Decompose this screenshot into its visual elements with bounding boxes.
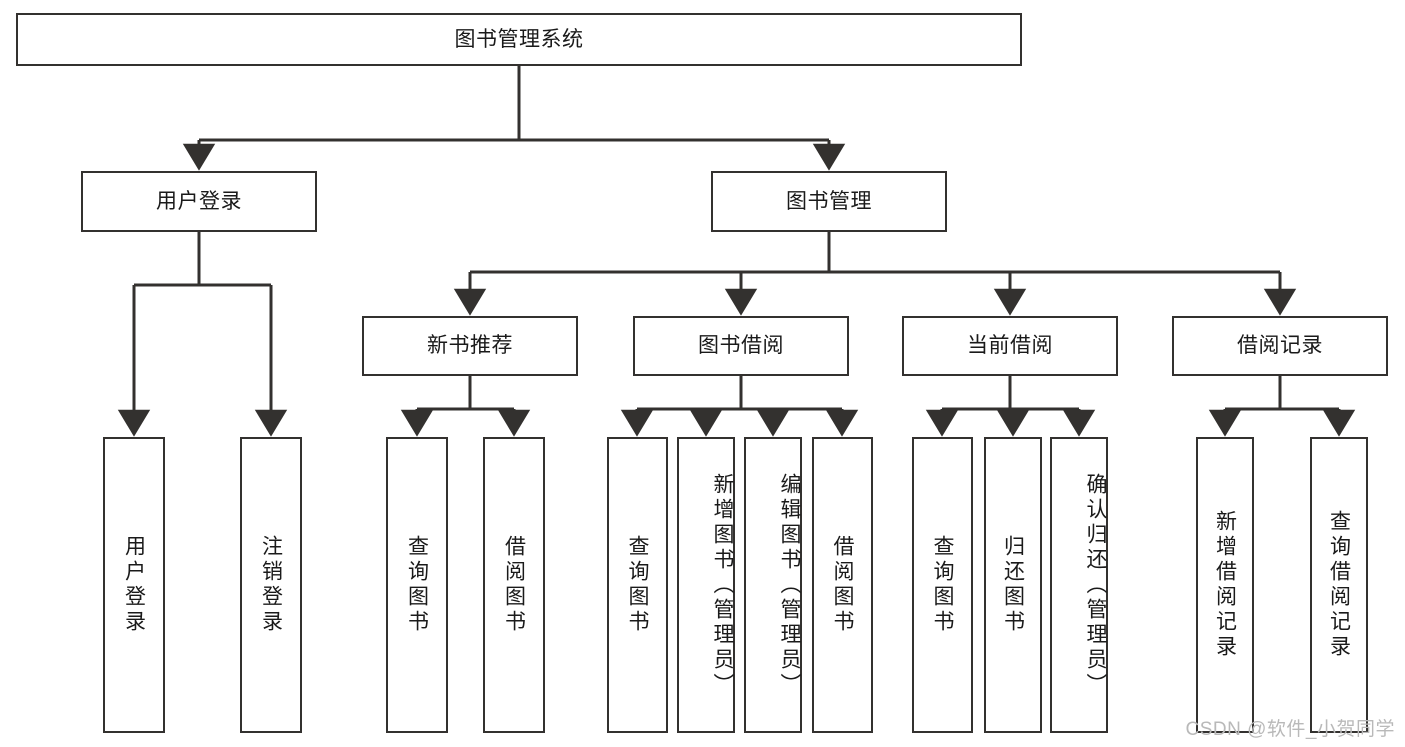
node-leaf-query-book-1[interactable]: 查询图书 [386,437,448,733]
node-leaf-user-login[interactable]: 用户登录 [103,437,165,733]
node-root[interactable]: 图书管理系统 [16,13,1022,66]
node-leaf-add-record[interactable]: 新增借阅记录 [1196,437,1254,733]
node-book-manage[interactable]: 图书管理 [711,171,947,232]
node-leaf-edit-book-label: 编辑图书（管理员） [778,472,801,698]
node-leaf-user-login-label: 用户登录 [122,535,146,635]
node-leaf-query-book-3-label: 查询图书 [931,535,954,635]
node-leaf-borrow-book-2[interactable]: 借阅图书 [812,437,873,733]
node-leaf-query-book-1-label: 查询图书 [405,535,429,635]
node-new-book-rec[interactable]: 新书推荐 [362,316,578,376]
node-leaf-borrow-book-2-label: 借阅图书 [831,535,854,635]
node-book-borrow-label: 图书借阅 [698,334,784,358]
node-leaf-user-logout-label: 注销登录 [259,535,283,635]
node-current-borrow-label: 当前借阅 [967,334,1053,358]
node-leaf-return-book[interactable]: 归还图书 [984,437,1042,733]
node-leaf-confirm-return-label: 确认归还（管理员） [1084,472,1107,698]
node-new-book-rec-label: 新书推荐 [427,334,513,358]
node-root-label: 图书管理系统 [454,27,584,51]
node-user-login-label: 用户登录 [156,189,242,213]
node-leaf-query-record-label: 查询借阅记录 [1327,510,1351,660]
node-book-borrow[interactable]: 图书借阅 [633,316,849,376]
node-leaf-return-book-label: 归还图书 [1001,535,1025,635]
node-current-borrow[interactable]: 当前借阅 [902,316,1118,376]
node-book-manage-label: 图书管理 [786,189,872,213]
node-leaf-borrow-book-1-label: 借阅图书 [502,535,526,635]
node-borrow-record[interactable]: 借阅记录 [1172,316,1388,376]
node-leaf-query-book-2-label: 查询图书 [626,535,649,635]
node-leaf-borrow-book-1[interactable]: 借阅图书 [483,437,545,733]
node-user-login[interactable]: 用户登录 [81,171,317,232]
node-leaf-add-record-label: 新增借阅记录 [1213,510,1237,660]
watermark-text: CSDN @软件_小贺同学 [1185,719,1395,740]
node-leaf-confirm-return[interactable]: 确认归还（管理员） [1050,437,1108,733]
node-leaf-query-record[interactable]: 查询借阅记录 [1310,437,1368,733]
node-leaf-user-logout[interactable]: 注销登录 [240,437,302,733]
node-leaf-add-book-label: 新增图书（管理员） [711,472,734,698]
node-leaf-query-book-3[interactable]: 查询图书 [912,437,973,733]
node-borrow-record-label: 借阅记录 [1237,334,1323,358]
node-leaf-add-book[interactable]: 新增图书（管理员） [677,437,735,733]
node-leaf-query-book-2[interactable]: 查询图书 [607,437,668,733]
node-leaf-edit-book[interactable]: 编辑图书（管理员） [744,437,802,733]
